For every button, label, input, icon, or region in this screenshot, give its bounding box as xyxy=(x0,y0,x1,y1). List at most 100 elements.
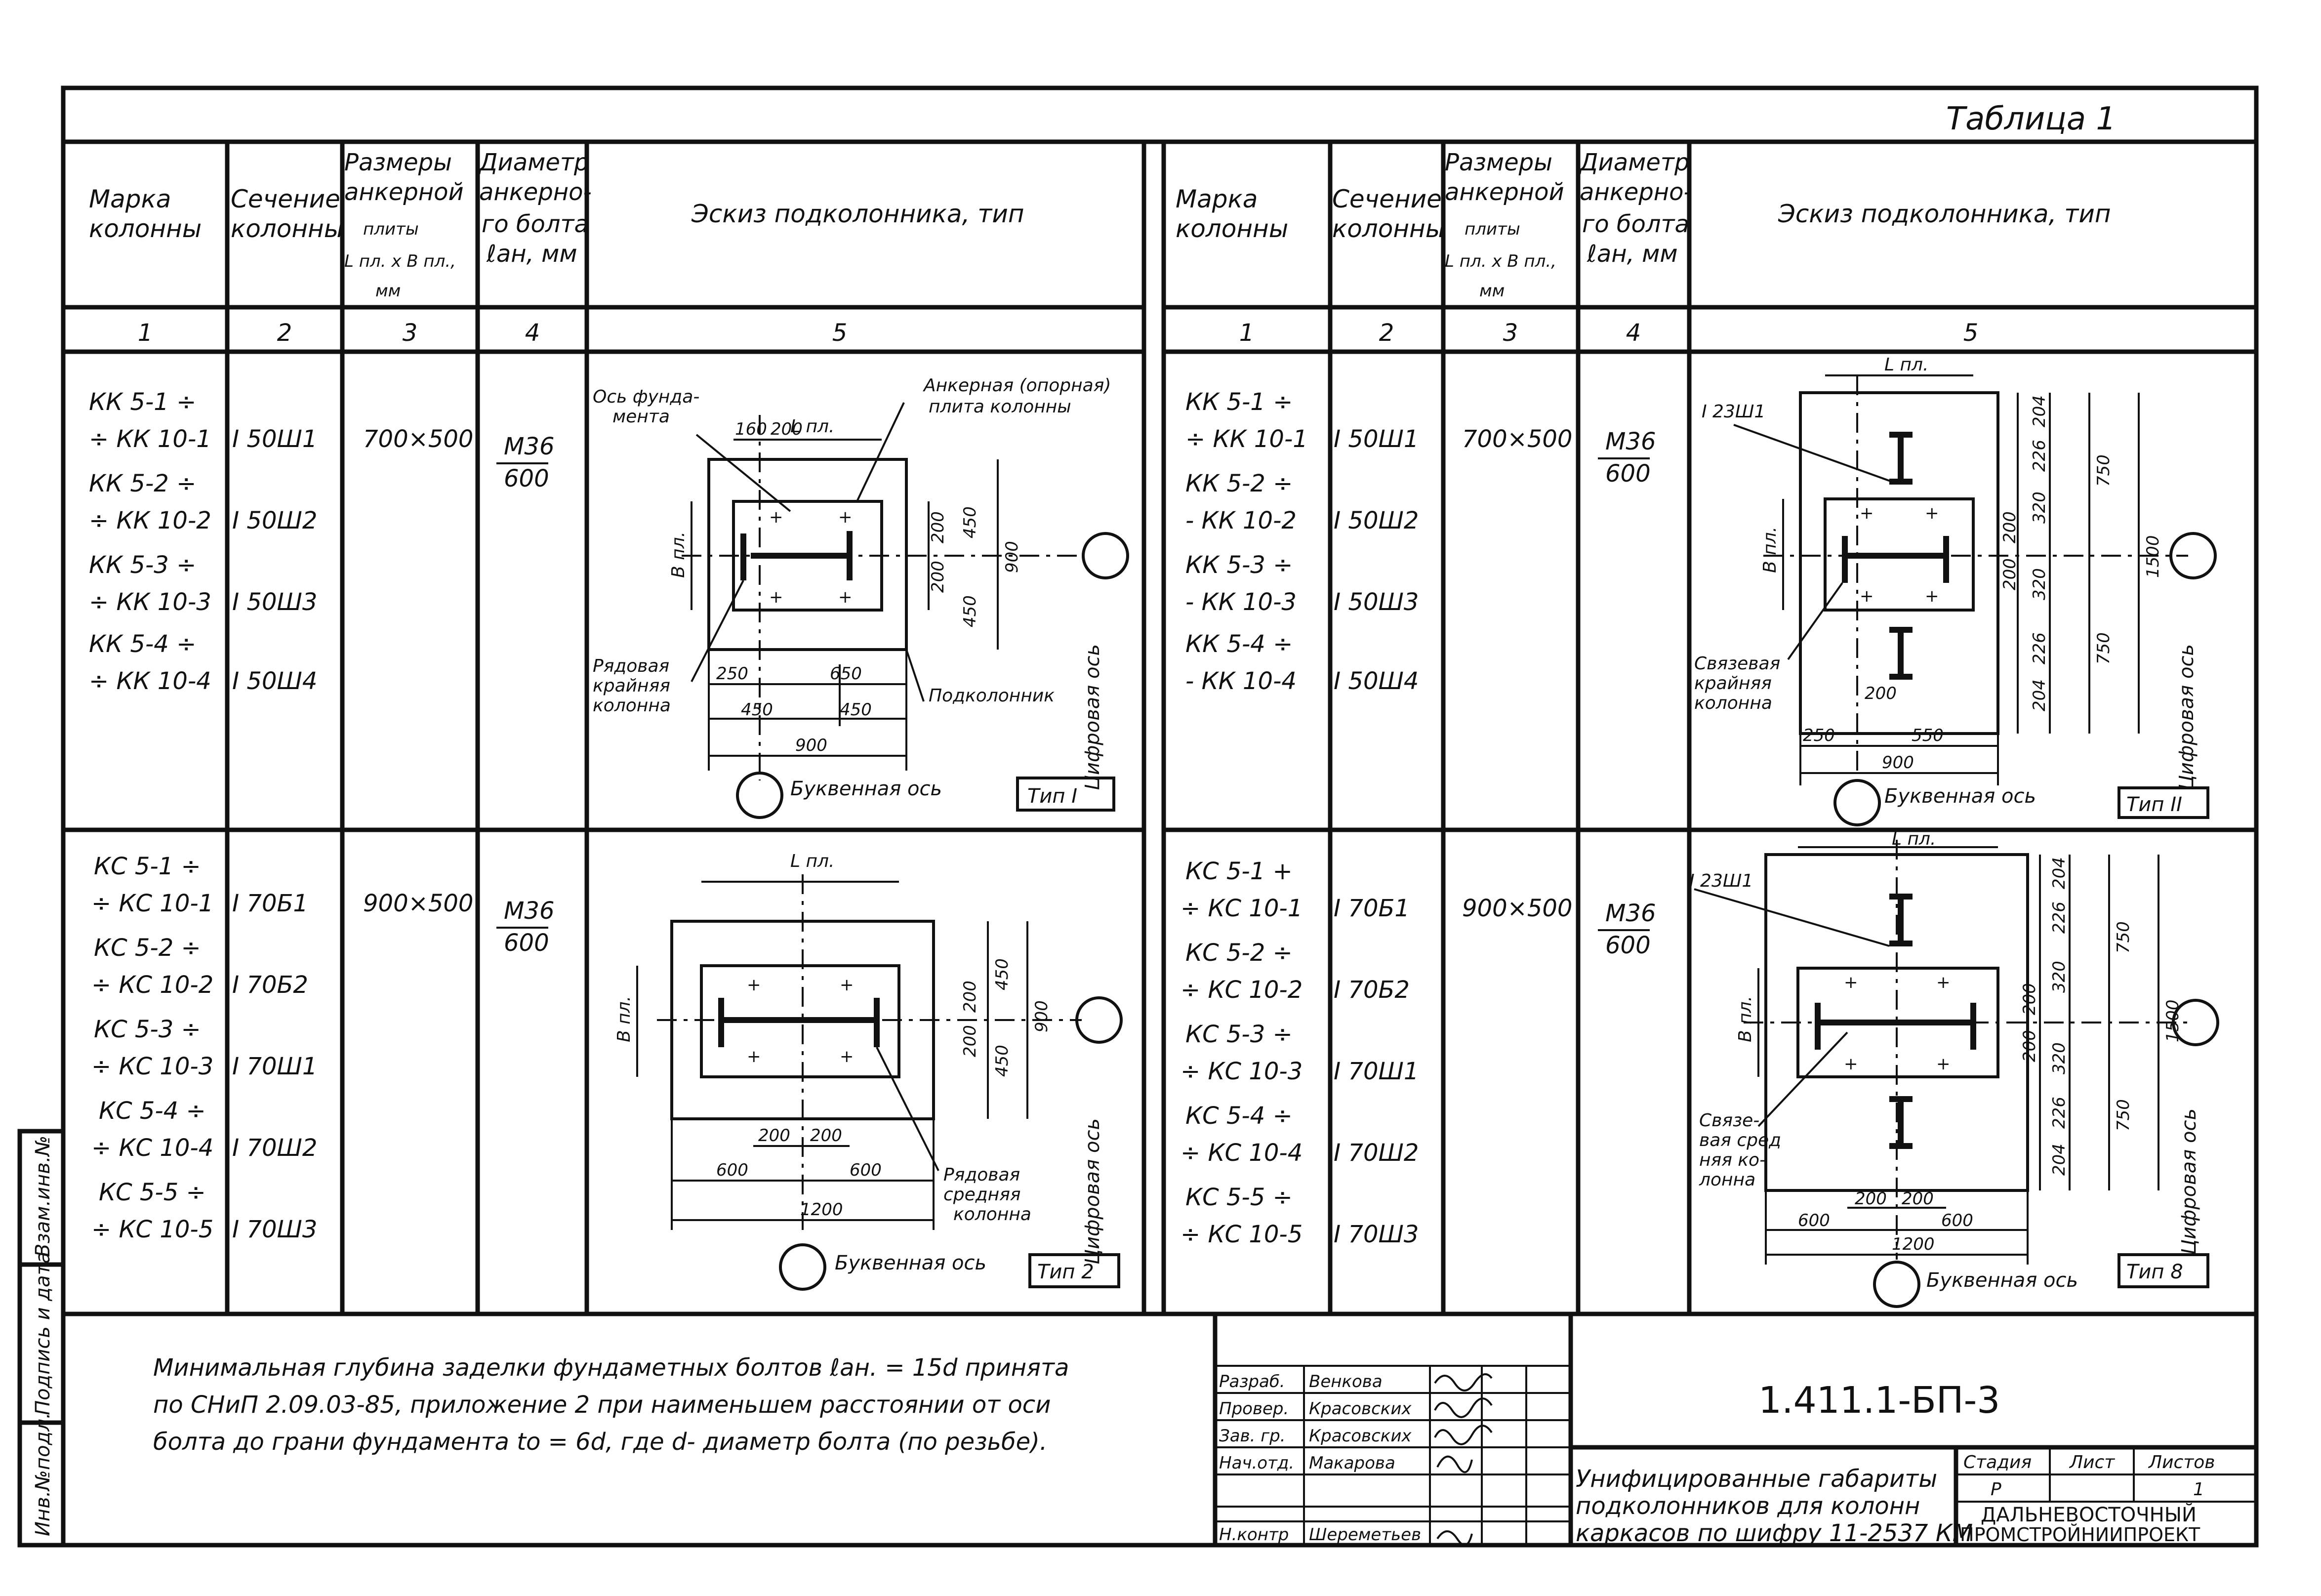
bolt-top: М36 xyxy=(1605,428,1656,455)
mark: ÷ КК 10-3 xyxy=(89,588,211,616)
tb-org-1: ДАЛЬНЕВОСТОЧНЫЙ xyxy=(1981,1503,2197,1526)
hdr-plate-1: Размеры xyxy=(344,149,452,176)
signature-4-icon xyxy=(1436,1455,1473,1473)
section: I 50Ш2 xyxy=(232,507,317,534)
dim-750: 750 xyxy=(2094,454,2114,487)
dim-1200: 1200 xyxy=(1892,1234,1935,1254)
label-letter-axis: Буквенная ось xyxy=(835,1252,986,1274)
label-digit-axis: Цифровая ось xyxy=(1081,644,1104,790)
label-podkolonnik: Подколонник xyxy=(929,686,1055,706)
tb-role-4: Нач.отд. xyxy=(1219,1453,1294,1473)
dim-200: 200 xyxy=(1902,1189,1934,1209)
label-column-2: вая сред xyxy=(1699,1130,1781,1150)
bolt-mark-icon: + xyxy=(769,507,783,527)
sketch-type-3: + + + + Рядовая средняя колонна Цифровая… xyxy=(614,851,1123,1291)
section: I 70Ш3 xyxy=(232,1216,317,1243)
hdr-num-4: 4 xyxy=(525,319,540,347)
bolt-mark-icon: + xyxy=(1844,1054,1858,1074)
dim-160: 160 xyxy=(735,419,767,439)
dim-750: 750 xyxy=(2094,632,2114,664)
mark: - КК 10-3 xyxy=(1185,588,1297,616)
row-kc-right: КС 5-1 + ÷ КС 10-1 КС 5-2 ÷ ÷ КС 10-2 КС… xyxy=(1181,858,1656,1248)
hdr-plate-2-r: анкерной xyxy=(1445,178,1564,206)
dim-200: 200 xyxy=(2020,983,2039,1015)
hdr-plate-3-r: плиты xyxy=(1465,219,1520,239)
section: I 70Б2 xyxy=(1334,976,1410,1004)
label-lpl: L пл. xyxy=(790,416,835,437)
label-column-3: колонна xyxy=(593,696,671,716)
note-line-3: болта до грани фундамента tо = 6d, где d… xyxy=(153,1428,1047,1456)
label-bpl: B пл. xyxy=(614,996,634,1042)
tb-desc-2: подколонников для колонн xyxy=(1576,1492,1920,1520)
label-letter-axis: Буквенная ось xyxy=(1884,785,2036,808)
label-digit-axis: Цифровая ось xyxy=(2175,644,2198,790)
dim-650: 650 xyxy=(830,664,862,684)
mark: КС 5-1 + xyxy=(1185,858,1293,885)
label-digit-axis: Цифровая ось xyxy=(1081,1118,1104,1265)
label-anchor-plate-2: плита колонны xyxy=(929,397,1071,417)
mark: ÷ КС 10-3 xyxy=(1181,1058,1303,1085)
hdr-mark-2: колонны xyxy=(89,214,202,243)
dim-450: 450 xyxy=(992,1045,1012,1077)
dim-204: 204 xyxy=(2030,679,2049,711)
dim-204: 204 xyxy=(2030,395,2049,427)
dim-200: 200 xyxy=(2020,1030,2039,1062)
mark: КК 5-2 ÷ xyxy=(1185,470,1293,497)
mark: КК 5-1 ÷ xyxy=(1185,388,1293,416)
tb-code: 1.411.1-БП-3 xyxy=(1758,1379,2000,1422)
dim-900: 900 xyxy=(1002,541,1022,573)
hdr-plate-4-r: L пл. x B пл., xyxy=(1445,251,1556,271)
section: I 50Ш4 xyxy=(1334,667,1419,695)
label-bpl: B пл. xyxy=(1760,527,1780,573)
bolt-mark-icon: + xyxy=(1936,1054,1951,1074)
tb-stage-label: Стадия xyxy=(1963,1452,2032,1473)
mark: ÷ КС 10-4 xyxy=(1181,1139,1303,1167)
side-stamp-replace: Взам.инв.№ xyxy=(32,1136,54,1257)
label-lpl: L пл. xyxy=(1884,355,1929,375)
tb-role-1: Разраб. xyxy=(1219,1372,1285,1391)
dim-200: 200 xyxy=(960,1025,980,1057)
label-column-3: колонна xyxy=(1694,693,1772,713)
hdr-bolt-3-r: го болта xyxy=(1582,210,1689,238)
bolt-mark-icon: + xyxy=(1925,503,1939,523)
section: I 50Ш2 xyxy=(1334,507,1419,534)
mark: КС 5-4 ÷ xyxy=(1185,1102,1293,1130)
label-column-1: Рядовая xyxy=(593,656,669,676)
tb-desc-3: каркасов по шифру 11-2537 КМ xyxy=(1576,1519,1973,1547)
footnote: Минимальная глубина заделки фундаметных … xyxy=(153,1354,1069,1456)
type-label: Тип I xyxy=(1027,785,1077,808)
bolt-mark-icon: + xyxy=(838,587,853,607)
hdr-plate-1-r: Размеры xyxy=(1445,149,1552,176)
row-kc-left: КС 5-1 ÷ ÷ КС 10-1 КС 5-2 ÷ ÷ КС 10-2 КС… xyxy=(91,853,555,1243)
mark: ÷ КС 10-2 xyxy=(1181,976,1303,1004)
mark: ÷ КС 10-4 xyxy=(91,1134,213,1162)
label-profile: I 23Ш1 xyxy=(1702,402,1765,422)
mark: КС 5-4 ÷ xyxy=(99,1097,206,1125)
bolt-mark-icon: + xyxy=(1844,973,1858,992)
hdr-plate-3: плиты xyxy=(363,219,419,239)
mark: КС 5-3 ÷ xyxy=(94,1016,201,1043)
bolt-mark-icon: + xyxy=(769,587,783,607)
dim-200: 200 xyxy=(1855,1189,1887,1209)
dim-250: 250 xyxy=(1803,726,1835,745)
dim-320: 320 xyxy=(2049,1042,2069,1074)
label-column-2: крайняя xyxy=(1694,673,1772,694)
sketch-type-4: + + + + I 23Ш1 Связе- вая сред няя ко- л… xyxy=(1689,829,2219,1308)
bolt-mark-icon: + xyxy=(1925,586,1939,606)
tb-name-2: Красовских xyxy=(1309,1399,1412,1419)
section: I 50Ш3 xyxy=(232,588,317,616)
dim-200: 200 xyxy=(960,981,980,1013)
bolt-bottom: 600 xyxy=(504,929,549,957)
hdr-num-2: 2 xyxy=(277,319,292,347)
mark: КС 5-2 ÷ xyxy=(94,934,201,962)
hdr-num-1: 1 xyxy=(138,319,153,347)
section: I 70Ш1 xyxy=(1334,1058,1419,1085)
hdr-section-1-r: Сечение xyxy=(1332,185,1442,213)
dim-1200: 1200 xyxy=(800,1200,843,1220)
dim-750: 750 xyxy=(2114,921,2133,953)
hdr-mark-2-r: колонны xyxy=(1176,214,1288,243)
mark: - КК 10-2 xyxy=(1185,507,1297,534)
dim-550: 550 xyxy=(1912,726,1944,745)
bolt-bottom: 600 xyxy=(504,465,549,492)
dim-200: 200 xyxy=(758,1126,790,1146)
